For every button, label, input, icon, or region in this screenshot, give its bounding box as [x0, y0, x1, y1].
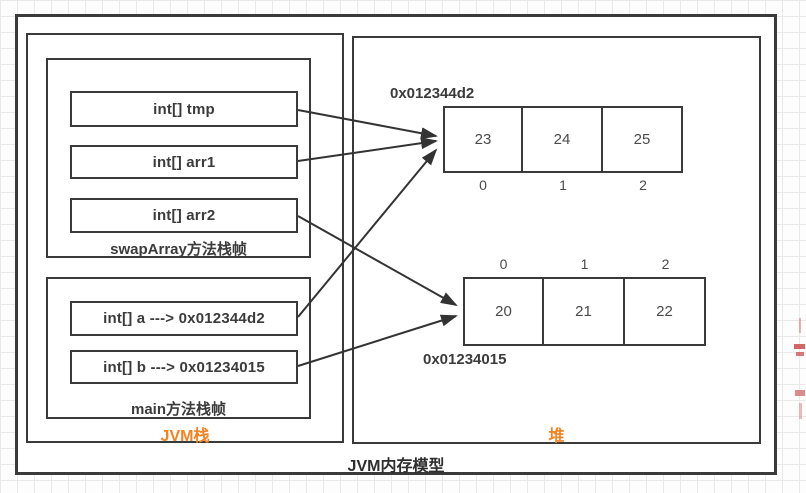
index-label: 2 — [639, 177, 647, 193]
index-label: 0 — [499, 256, 508, 272]
heap-array-1-cell-0: 23 — [443, 106, 523, 173]
heap-array-2-cell-0: 20 — [463, 277, 544, 346]
heap-array-1-indices: 0 1 2 — [443, 177, 683, 193]
index-label: 1 — [580, 256, 589, 272]
heap-array-2-address: 0x01234015 — [423, 351, 507, 368]
red-artifact-3 — [796, 352, 804, 356]
diagram-title: JVM内存模型 — [347, 458, 445, 475]
main-frame-box — [46, 277, 311, 419]
index-label: 1 — [559, 177, 567, 193]
jvm-stack-label: JVM栈 — [160, 428, 210, 445]
index-label: 2 — [661, 256, 670, 272]
heap-array-2-cell-2: 22 — [625, 277, 706, 346]
heap-array-1: 23 24 25 — [443, 106, 683, 173]
var-tmp: int[] tmp — [70, 91, 298, 127]
heap-array-2-cell-1: 21 — [544, 277, 625, 346]
red-artifact-4 — [795, 390, 805, 396]
red-artifact-2 — [794, 344, 805, 349]
heap-array-1-address: 0x012344d2 — [390, 85, 475, 102]
heap-array-1-cell-2: 25 — [603, 106, 683, 173]
var-arr1: int[] arr1 — [70, 145, 298, 179]
swaparray-frame-label: swapArray方法栈帧 — [110, 241, 247, 258]
heap-array-2: 20 21 22 — [463, 277, 706, 346]
heap-array-1-cell-1: 24 — [523, 106, 603, 173]
var-a: int[] a ---> 0x012344d2 — [70, 301, 298, 336]
heap-label: 堆 — [548, 428, 565, 445]
red-artifact-1 — [799, 318, 801, 333]
red-artifact-5 — [799, 403, 802, 419]
heap-array-2-indices: 0 1 2 — [463, 256, 706, 272]
var-b: int[] b ---> 0x01234015 — [70, 350, 298, 384]
main-frame-label: main方法栈帧 — [130, 401, 226, 418]
var-arr2: int[] arr2 — [70, 198, 298, 233]
index-label: 0 — [479, 177, 487, 193]
